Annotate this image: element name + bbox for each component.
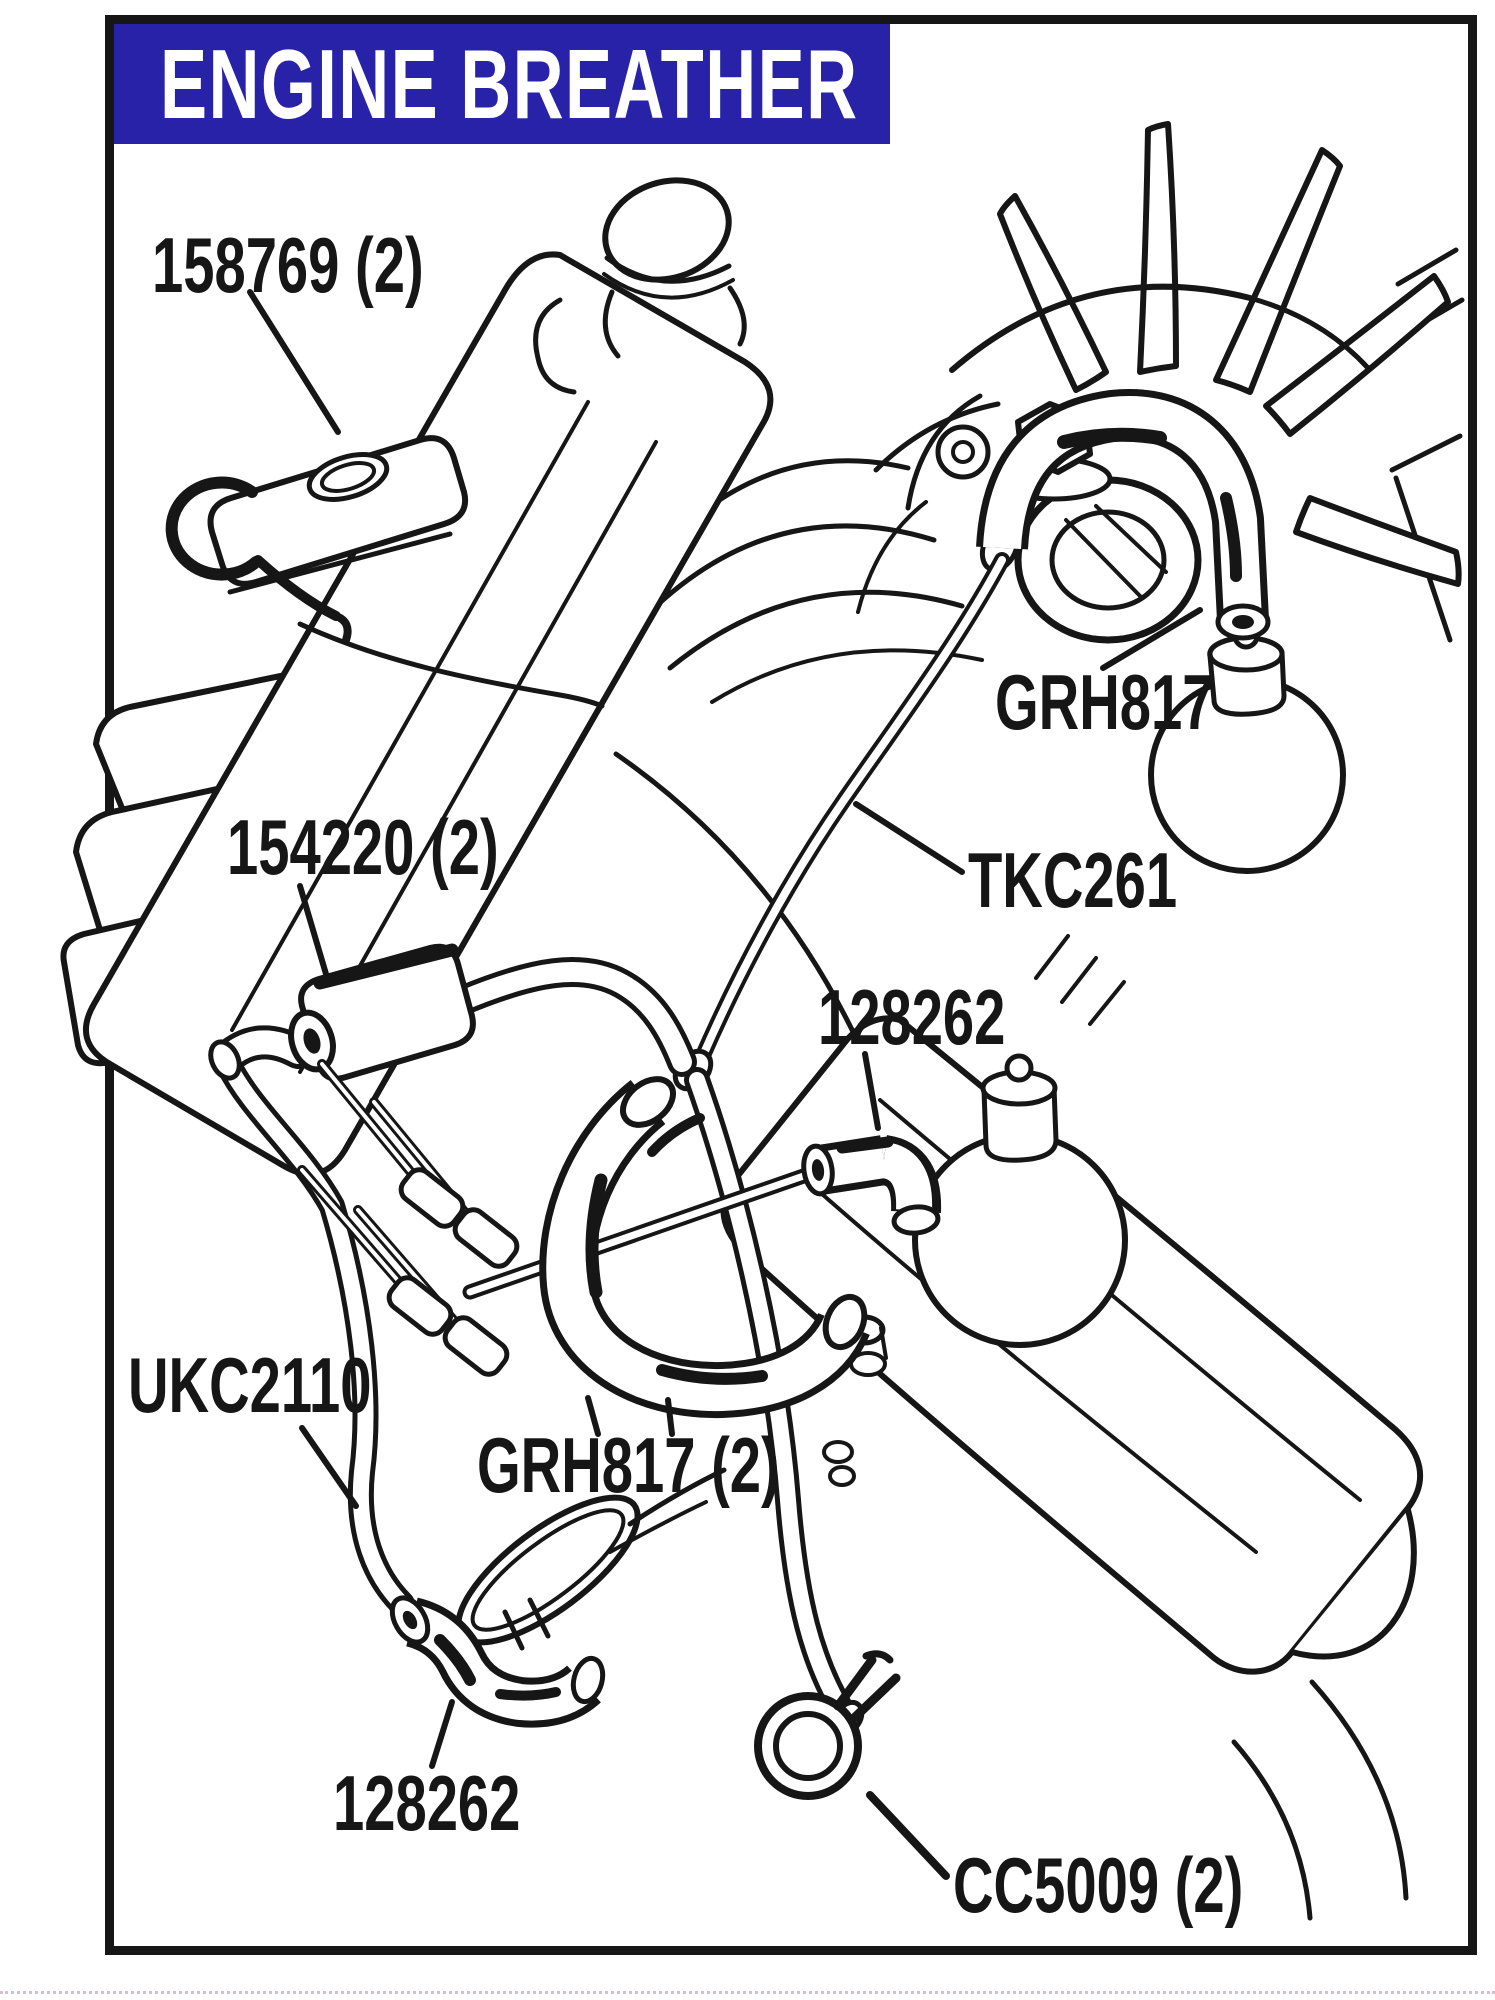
clamp-cc5009	[754, 1650, 901, 1800]
hose-grh817-lower	[539, 1076, 870, 1419]
carb-dome-center	[912, 1053, 1128, 1348]
bracket-cable-line	[297, 621, 605, 709]
page-bottom-separator	[0, 1991, 1495, 1994]
restrictor-154220	[208, 943, 697, 1082]
carb-dome-right	[1148, 622, 1346, 874]
spark-plug-wires	[297, 1059, 520, 1377]
leader-cc5009	[866, 1791, 950, 1880]
leader-lines	[247, 289, 1203, 1880]
part-label-158769: 158769 (2)	[152, 221, 424, 309]
part-label-cc5009: CC5009 (2)	[953, 1841, 1244, 1929]
fan-blades	[905, 121, 1462, 587]
plug-boot-icon	[398, 1167, 466, 1229]
leader-158769	[247, 289, 341, 435]
oil-filler-cap	[533, 177, 747, 395]
pipe-tkc261	[693, 552, 1010, 1068]
leader-grh817-2b	[665, 1397, 675, 1437]
part-label-tkc261: TKC261	[968, 836, 1178, 924]
elbow-128262-lower	[389, 1467, 727, 1728]
leader-ukc2110	[299, 1425, 359, 1509]
part-label-grh817-upper: GRH817	[995, 658, 1214, 746]
rocker-cover-center	[83, 251, 774, 1177]
page-title: ENGINE BREATHER	[160, 29, 859, 139]
leader-grh817-upper	[1100, 607, 1203, 671]
bracket-158769	[165, 435, 468, 644]
leader-128262-lower	[429, 1699, 455, 1769]
pipe-to-elbow	[462, 1164, 823, 1300]
hose-grh817-upper	[976, 389, 1271, 641]
title-bar: ENGINE BREATHER	[114, 24, 890, 144]
part-label-grh817-2: GRH817 (2)	[477, 1421, 780, 1509]
plug-boot-icon	[442, 1315, 510, 1377]
elbow-128262-upper	[801, 1135, 942, 1236]
hose-ukc2110	[215, 1051, 415, 1617]
plug-boot-icon	[452, 1207, 520, 1269]
part-label-128262-lower: 128262	[333, 1759, 521, 1847]
part-label-128262-upper: 128262	[818, 973, 1006, 1061]
part-label-154220: 154220 (2)	[227, 803, 499, 891]
leader-grh817-2a	[585, 1395, 601, 1437]
leader-tkc261	[853, 801, 965, 875]
part-label-ukc2110: UKC2110	[128, 1341, 372, 1429]
leader-154220	[297, 883, 329, 977]
leader-128262-upper	[862, 1051, 881, 1131]
plug-boot-icon	[386, 1275, 454, 1337]
